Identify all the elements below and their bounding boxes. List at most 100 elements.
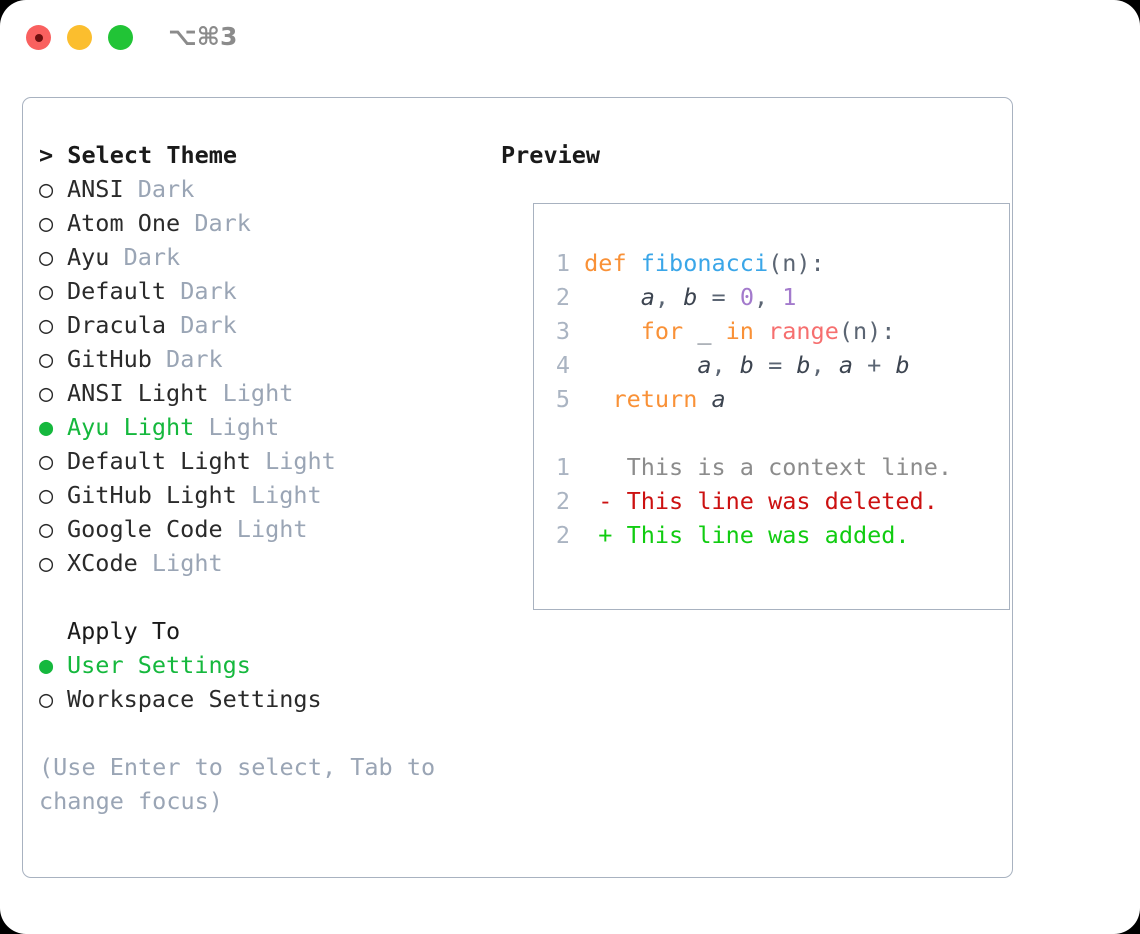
code-token-punc: , [810,351,839,379]
theme-option-ayu[interactable]: ○Ayu Dark [39,240,479,274]
diff-marker [598,453,626,481]
diff-text: This line was added. [626,521,910,549]
code-token-plain: b [895,351,910,379]
radio-unselected-icon: ○ [39,243,54,271]
theme-option-default[interactable]: ○ Default Dark [39,274,479,308]
theme-option-variant-badge: Light [208,413,280,441]
theme-option-label: ANSI Light [67,379,209,407]
code-token-kw: return [612,385,698,413]
theme-option-ansi[interactable]: ○ANSI Dark [39,172,479,206]
line-number: 4 [555,351,570,379]
diff-text: This is a context line. [626,453,953,481]
preview-header: Preview [501,141,601,169]
code-line: 2 a, b = 0, 1 [546,280,1003,314]
diff-marker: + [598,521,627,549]
code-token-plain [627,249,641,277]
theme-option-label: Default [67,277,167,305]
theme-option-variant-badge: Light [250,481,322,509]
diff-line-add: 2 + This line was added. [546,518,1003,552]
select-theme-header: > Select Theme [39,141,238,169]
theme-option-variant-badge: Dark [166,345,223,373]
code-line: 4 a, b = b, a + b [546,348,1003,382]
code-token-punc: , [711,351,740,379]
code-token-punc: + [853,351,896,379]
theme-option-variant-badge: Light [222,379,294,407]
theme-option-atom-one[interactable]: ○ Atom One Dark [39,206,479,240]
radio-selected-icon: ● [39,651,54,679]
diff-text: This line was deleted. [626,487,938,515]
line-number: 1 [555,249,570,277]
radio-unselected-icon: ○ [39,175,54,203]
code-token-punc: = [753,351,797,379]
line-number: 1 [555,453,570,481]
code-token-kw: for [640,317,684,345]
theme-option-github[interactable]: ○GitHub Dark [39,342,479,376]
minimize-button[interactable] [67,25,92,50]
code-token-plain [697,385,711,413]
keyboard-shortcut-label: ⌥⌘3 [168,22,238,51]
radio-unselected-icon: ○ [39,515,54,543]
line-number: 2 [555,283,570,311]
code-token-builtin: range [768,317,839,345]
code-token-plain: b [683,283,698,311]
theme-option-variant-badge: Dark [137,175,195,203]
theme-option-label: Ayu Light [67,413,195,441]
code-token-num: 1 [782,283,797,311]
main-panel: > Select Theme ○ANSI Dark○Atom One Dark○… [22,97,1013,878]
line-number: 2 [555,487,570,515]
radio-selected-icon: ● [39,413,54,441]
apply-to-option-list: ●User Settings ○ Workspace Settings [39,648,479,716]
theme-option-label: Atom One [67,209,181,237]
theme-selection-column: > Select Theme ○ANSI Dark○Atom One Dark○… [39,138,479,818]
code-token-punc: _ [683,317,726,345]
radio-unselected-icon: ○ [39,345,54,373]
radio-unselected-icon: ○ [39,379,54,407]
theme-option-ansi-light[interactable]: ○ ANSI Light Light [39,376,479,410]
code-token-plain: a [697,351,712,379]
theme-option-dracula[interactable]: ○Dracula Dark [39,308,479,342]
apply-to-option-workspace-settings[interactable]: ○ Workspace Settings [39,682,479,716]
theme-option-variant-badge: Dark [194,209,251,237]
theme-option-google-code[interactable]: ○ Google Code Light [39,512,479,546]
code-token-plain: a [838,351,854,379]
code-token-plain: b [739,351,754,379]
apply-to-option-user-settings[interactable]: ●User Settings [39,648,479,682]
theme-option-label: Dracula [67,311,167,339]
line-number: 3 [555,317,570,345]
theme-option-xcode[interactable]: ○XCode Light [39,546,479,580]
title-bar: ⌥⌘3 [0,0,1140,78]
diff-sample: 1 This is a context line.2 - This line w… [546,450,1003,552]
code-token-plain [754,317,768,345]
radio-unselected-icon: ○ [39,685,54,713]
code-token-punc: (n): [768,249,825,277]
radio-unselected-icon: ○ [39,447,54,475]
radio-unselected-icon: ○ [39,549,54,577]
theme-option-variant-badge: Dark [180,311,237,339]
theme-option-github-light[interactable]: ○ GitHub Light Light [39,478,479,512]
close-button[interactable] [26,25,51,50]
preview-column: Preview 1 def fibonacci(n):2 a, b = 0, 1… [501,138,1010,610]
radio-unselected-icon: ○ [39,277,54,305]
code-token-plain: b [796,351,811,379]
line-number: 5 [555,385,570,413]
theme-option-label: Google Code [67,515,223,543]
code-token-kw: in [725,317,754,345]
radio-unselected-icon: ○ [39,209,54,237]
code-blank-line [546,416,1003,450]
theme-option-label: GitHub Light [67,481,237,509]
diff-line-del: 2 - This line was deleted. [546,484,1003,518]
theme-option-variant-badge: Dark [180,277,237,305]
radio-unselected-icon: ○ [39,481,54,509]
apply-to-header: Apply To [67,617,181,645]
theme-option-default-light[interactable]: ○Default Light Light [39,444,479,478]
code-token-punc: = [697,283,740,311]
zoom-button[interactable] [108,25,133,50]
diff-line-ctx: 1 This is a context line. [546,450,1003,484]
theme-option-ayu-light[interactable]: ● Ayu Light Light [39,410,479,444]
theme-option-variant-badge: Light [236,515,308,543]
apply-to-option-label: Workspace Settings [67,685,322,713]
diff-marker: - [598,487,627,515]
